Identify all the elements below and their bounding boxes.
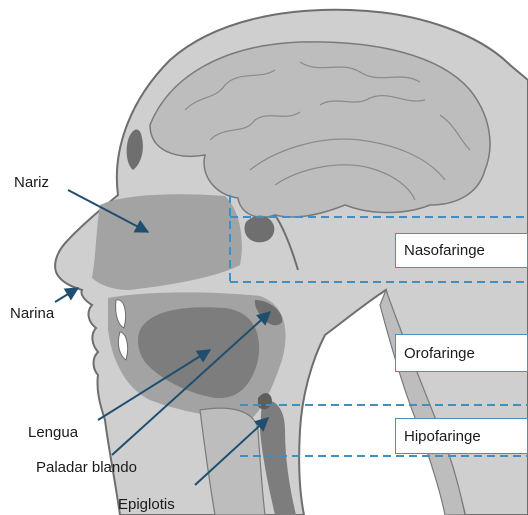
paladar-blando-label: Paladar blando xyxy=(36,460,137,475)
epiglotis-label: Epiglotis xyxy=(118,497,175,512)
sphenoid-sinus xyxy=(244,216,274,243)
lengua-label: Lengua xyxy=(28,425,78,440)
nariz-label: Nariz xyxy=(14,175,49,190)
narina-label: Narina xyxy=(10,306,54,321)
nasofaringe-box: Nasofaringe xyxy=(395,233,528,268)
hipofaringe-box: Hipofaringe xyxy=(395,418,528,454)
narina-arrow xyxy=(55,288,78,302)
orofaringe-box: Orofaringe xyxy=(395,334,528,372)
